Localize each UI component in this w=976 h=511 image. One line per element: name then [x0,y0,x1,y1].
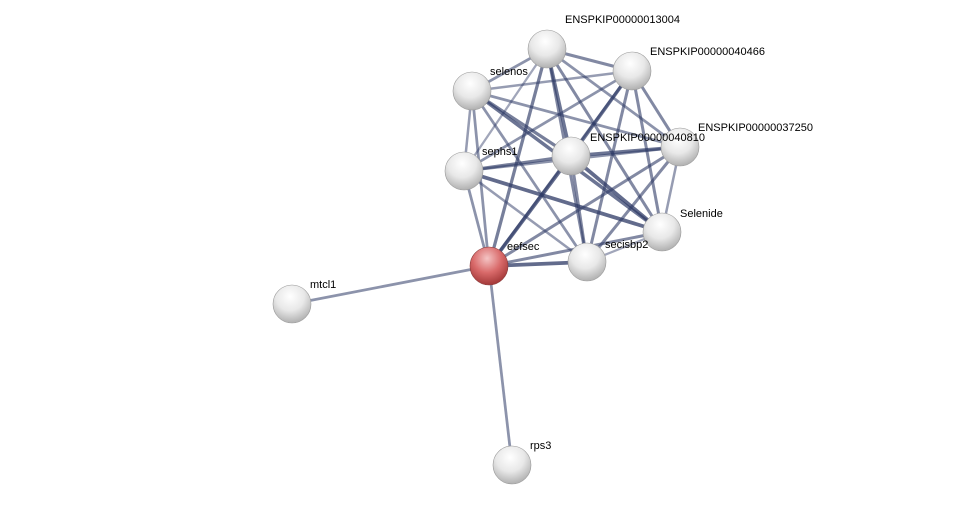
node-label-ENSPKIP00000040466: ENSPKIP00000040466 [650,46,765,58]
edge-ENSPKIP00000040810-Selenide[interactable] [569,154,664,234]
node-label-mtcl1: mtcl1 [310,279,336,291]
edge-sephs1-Selenide[interactable] [463,169,663,234]
edge-ENSPKIP00000037250-secisbp2[interactable] [585,146,682,263]
node-label-secisbp2: secisbp2 [605,239,648,251]
edge-selenos-secisbp2[interactable] [470,90,589,263]
node-label-selenos: selenos [490,66,528,78]
node-eefsec[interactable] [469,246,509,286]
edge-ENSPKIP00000013004-Selenide[interactable] [545,48,664,233]
node-label-eefsec: eefsec [507,241,540,253]
node-Selenide[interactable] [642,212,682,252]
edge-ENSPKIP00000040466-sephs1[interactable] [463,69,633,173]
node-selenos[interactable] [452,71,492,111]
node-label-ENSPKIP00000040810: ENSPKIP00000040810 [590,132,705,144]
edge-eefsec-rps3[interactable] [487,265,514,466]
node-ENSPKIP00000040466[interactable] [612,51,652,91]
node-label-ENSPKIP00000013004: ENSPKIP00000013004 [565,14,680,26]
nodes-layer [272,29,700,485]
node-ENSPKIP00000013004[interactable] [527,29,567,69]
node-sephs1[interactable] [444,151,484,191]
node-label-sephs1: sephs1 [482,146,517,158]
edge-ENSPKIP00000040466-secisbp2[interactable] [585,70,634,263]
edge-eefsec-mtcl1[interactable] [291,264,490,306]
edge-eefsec-ENSPKIP00000040810[interactable] [487,154,573,268]
edge-sephs1-secisbp2[interactable] [463,169,588,264]
edge-ENSPKIP00000013004-sephs1[interactable] [463,48,548,172]
node-ENSPKIP00000040810[interactable] [551,136,591,176]
node-ENSPKIP00000037250[interactable] [660,127,700,167]
node-label-ENSPKIP00000037250: ENSPKIP00000037250 [698,122,813,134]
node-label-rps3: rps3 [530,440,551,452]
node-label-Selenide: Selenide [680,208,723,220]
node-secisbp2[interactable] [567,242,607,282]
node-mtcl1[interactable] [272,284,312,324]
node-rps3[interactable] [492,445,532,485]
